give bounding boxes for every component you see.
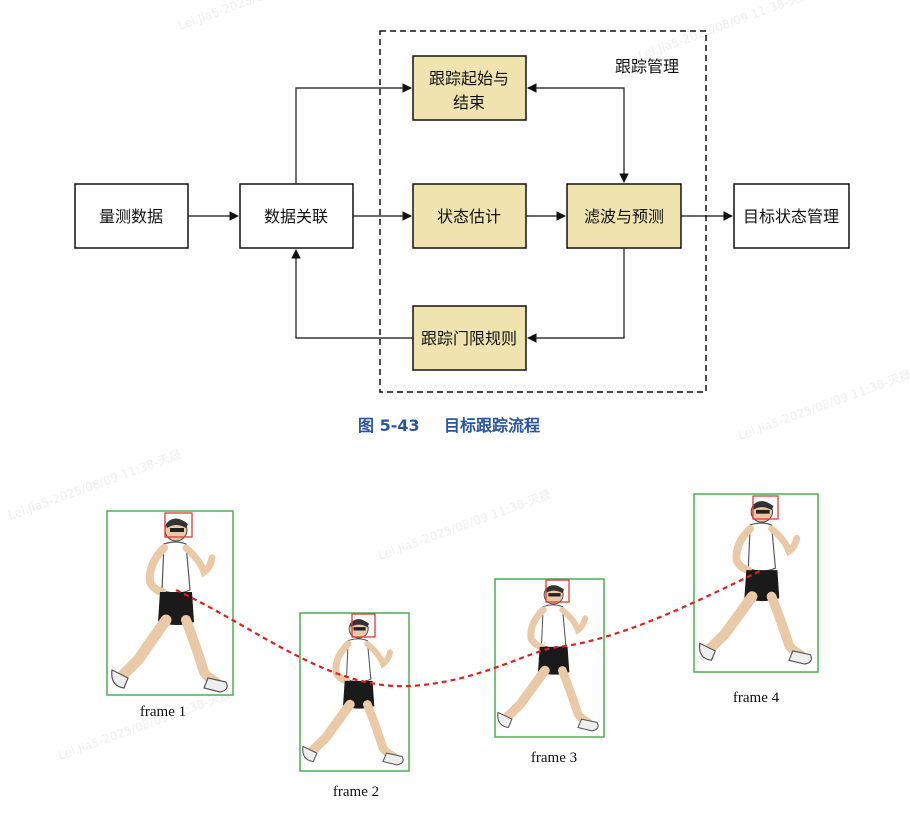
track-management-container [379, 30, 707, 393]
node-track-init: 跟踪起始与 结束 [412, 55, 527, 121]
node-gate-rules-label: 跟踪门限规则 [421, 329, 517, 348]
track-management-label: 跟踪管理 [615, 57, 679, 76]
frame-label-4: frame 4 [733, 690, 780, 706]
frame-label-3: frame 3 [531, 750, 577, 766]
head-bounding-box [545, 579, 570, 603]
arrow-filter-to-gate [527, 248, 625, 343]
head-bounding-box [351, 613, 376, 638]
frame-label-2: frame 2 [333, 784, 379, 800]
head-bounding-box [164, 512, 193, 538]
arrow-init-filter-bidirectional [527, 83, 629, 183]
flow-arrows [188, 83, 733, 343]
frame-label-1: frame 1 [140, 704, 186, 720]
node-gate-rules: 跟踪门限规则 [412, 305, 527, 371]
watermark-text: Lei.Jia5-2025/08/09 11:38-天晟 [56, 687, 233, 763]
node-measurement-label: 量测数据 [99, 207, 163, 226]
head-bounding-box [752, 495, 779, 520]
node-target-state-mgmt: 目标状态管理 [733, 183, 850, 249]
tracking-frame-1: frame 1 [106, 510, 234, 720]
tracking-frame-3: frame 3 [495, 578, 605, 766]
watermark-text: Lei.Jia5-2025/08/09 11:38-天晟 [736, 367, 910, 443]
node-track-init-label-2: 结束 [453, 93, 485, 112]
tracking-frame-4: frame 4 [693, 493, 819, 706]
watermark-text: Lei.Jia5-2025/08/09 11:38-天晟 [176, 0, 353, 33]
figure-number: 图 5-43 [358, 416, 420, 435]
figure-title: 目标跟踪流程 [444, 416, 540, 435]
node-association-label: 数据关联 [264, 207, 328, 226]
watermark-text: Lei.Jia5-2025/08/09 11:38-天晟 [376, 487, 553, 563]
node-filter-predict: 滤波与预测 [566, 183, 682, 249]
arrow-association-to-init [295, 83, 412, 184]
trajectory-path [175, 570, 761, 688]
tracking-frame-2: frame 2 [300, 612, 410, 800]
node-association: 数据关联 [239, 183, 354, 249]
node-filter-predict-label: 滤波与预测 [584, 207, 664, 226]
node-measurement: 量测数据 [74, 183, 189, 249]
node-target-state-mgmt-label: 目标状态管理 [743, 207, 839, 226]
node-state-estimation-label: 状态估计 [437, 207, 501, 226]
arrow-gate-to-association [291, 249, 413, 339]
node-track-init-label-1: 跟踪起始与 [429, 69, 509, 88]
node-state-estimation: 状态估计 [412, 183, 527, 249]
